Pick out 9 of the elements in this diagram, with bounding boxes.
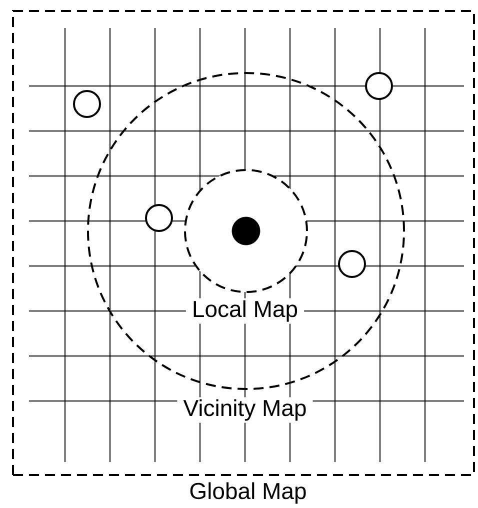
- hollow-circle: [145, 204, 173, 232]
- filled-dot: [232, 216, 260, 246]
- region-label: Local Map: [186, 298, 304, 324]
- hollow-circle: [338, 250, 366, 278]
- region-label: Global Map: [183, 480, 313, 506]
- map-boundary: [12, 10, 475, 476]
- hollow-circle: [73, 90, 101, 118]
- hollow-circle: [365, 72, 393, 100]
- region-label: Vicinity Map: [177, 397, 313, 423]
